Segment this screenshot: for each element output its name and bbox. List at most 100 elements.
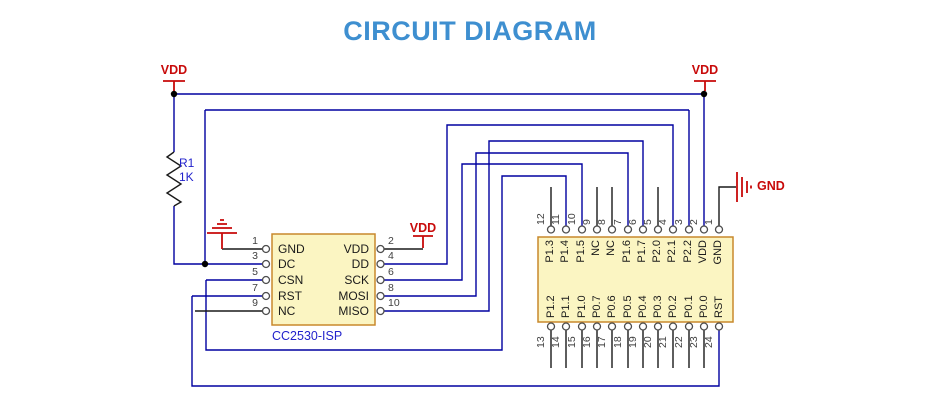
mcu-pin-number: 4 [657,219,669,225]
mcu-pin-label: P1.2 [545,295,557,318]
wire-miso-to-p17 [384,140,644,312]
mcu-pin-number: 9 [581,219,593,225]
mcu-pin-number: 8 [596,219,608,225]
wire-dc-to-p22 [204,109,689,264]
mcu-pin-number: 10 [566,213,578,225]
mcu-pin-label: GND [712,240,724,265]
mcu-pin-number: 11 [550,214,562,225]
mcu-pin-label: P0.3 [652,295,664,318]
mcu-pin-label: VDD [697,240,709,264]
mcu-pin-label: P2.2 [682,240,694,263]
vdd-label-left: VDD [160,63,188,77]
mcu-pin-label: P2.0 [651,240,663,263]
wire-mosi-to-p16 [384,152,629,297]
mcu-pin-label: P1.5 [575,240,587,263]
mcu-pin-number: 7 [612,219,624,225]
vdd-symbol-isp [413,235,433,248]
wire-csn-to-p14 [205,175,567,351]
isp-pin-label: DC [278,257,296,271]
mcu-pin-number: 6 [627,219,639,225]
stubs-mcu-bottom [550,330,705,368]
resistor-zigzag [165,151,183,207]
isp-pin-label: VDD [343,242,369,256]
mcu-pin-label: P0.5 [622,295,634,318]
vdd-label-isp: VDD [409,221,437,235]
junction-dots [170,90,708,268]
isp-pin-label: SCK [344,273,369,287]
resistor-ref: R1 [179,156,195,170]
vdd-symbol-right [694,80,716,91]
mcu-pin-number: 17 [596,336,608,348]
mcu-pin-label: P0.6 [606,295,618,318]
mcu-pin-number: 23 [688,336,700,348]
isp-pin-number: 10 [388,297,400,309]
mcu-pin-number: 14 [550,336,562,348]
signal-wires [173,93,720,387]
mcu-pin-number: 12 [535,213,547,225]
mcu-pin-number: 21 [657,336,669,348]
mcu-body [537,236,734,323]
isp-pin-number: 4 [388,250,394,262]
isp-pin-number: 1 [252,235,258,247]
gnd-symbol-right [736,172,752,202]
mcu-pin-label: P1.4 [559,240,571,263]
mcu-pin-label: P0.1 [683,295,695,318]
mcu-pin-label: P0.7 [591,295,603,318]
isp-pin-label: GND [278,242,305,256]
resistor-value: 1K [179,170,194,184]
isp-pin-number: 3 [252,250,258,262]
isp-pin-number: 7 [252,282,258,294]
mcu-pin-label: NC [605,240,617,256]
mcu-pin-label: P0.0 [698,295,710,318]
wire-sck-to-p15 [384,163,583,281]
isp-pin-label: MOSI [338,289,369,303]
vdd-symbol-left [163,80,185,91]
mcu-pin-number: 24 [703,336,715,348]
mcu-pin-label: P0.2 [667,295,679,318]
mcu-pin-number: 15 [566,336,578,348]
power-symbols [163,80,752,249]
mcu-pin-number: 18 [612,336,624,348]
mcu-pin-label: P1.0 [576,295,588,318]
mcu-pin-label: P1.7 [636,240,648,263]
mcu-pin-number: 3 [673,219,685,225]
isp-pin-number: 8 [388,282,394,294]
cc2530-isp-name: CC2530-ISP [272,329,343,343]
wire-rst-to-rst [191,295,720,387]
isp-pin-label: CSN [278,273,304,287]
junction-dot [700,90,708,98]
wire-dd-to-p21 [384,124,674,265]
isp-pin-number: 5 [252,266,258,278]
gnd-symbol-left [207,219,237,249]
cc2530-isp-body [271,233,376,326]
pin-stub-wires [165,151,736,368]
stubs-mcu-top [550,187,659,226]
pin-circles [261,225,724,331]
stub-mcu-gnd [718,186,736,226]
isp-pin-label: RST [278,289,302,303]
mcu-pin-label: P1.3 [544,240,556,263]
isp-pin-number: 2 [388,235,394,247]
gnd-label-right: GND [757,179,785,193]
isp-pin-number: 9 [252,297,258,309]
mcu-pin-number: 13 [535,336,547,348]
isp-pin-label: MISO [338,304,369,318]
mcu-pin-number: 2 [688,219,700,225]
isp-pin-number: 6 [388,266,394,278]
isp-pin-label: NC [278,304,296,318]
junction-dot [201,260,209,268]
isp-pin-label: DD [351,257,369,271]
mcu-pin-number: 16 [581,336,593,348]
mcu-pin-number: 20 [642,336,654,348]
mcu-pin-number: 5 [642,219,654,225]
page-title: CIRCUIT DIAGRAM [343,16,597,46]
junction-dot [170,90,178,98]
mcu-pin-label: P1.1 [560,295,572,318]
wire-r1-to-dc [173,94,263,265]
mcu-pin-label: P0.4 [637,295,649,318]
mcu-pin-label: P1.6 [621,240,633,263]
mcu-pin-label: RST [713,296,725,318]
mcu-pin-number: 1 [703,219,715,225]
